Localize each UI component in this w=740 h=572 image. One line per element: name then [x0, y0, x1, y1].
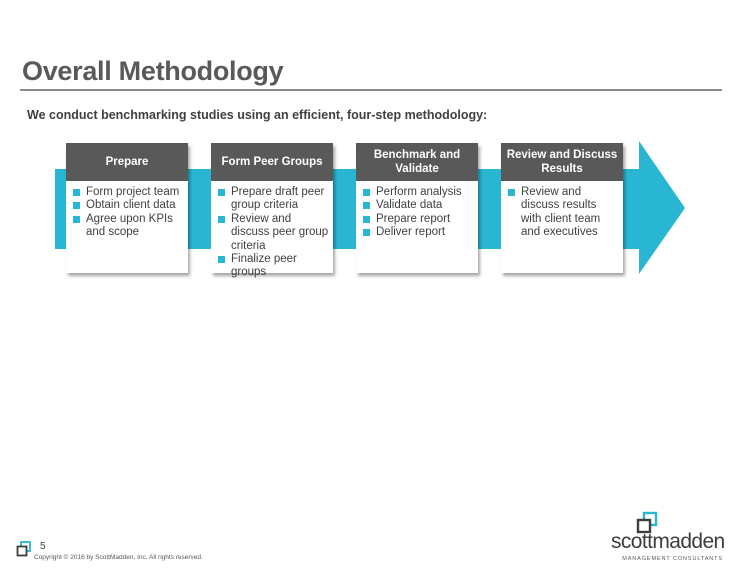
- step-list: Form project team Obtain client data Agr…: [66, 186, 188, 240]
- list-item: Validate data: [362, 199, 474, 212]
- slide-subtitle: We conduct benchmarking studies using an…: [27, 108, 488, 122]
- step-card-prepare: Prepare Form project team Obtain client …: [66, 143, 188, 273]
- step-heading: Prepare: [66, 143, 188, 181]
- company-logo-wordmark: scottmadden: [611, 530, 725, 553]
- list-item: Prepare draft peer group criteria: [217, 186, 329, 213]
- step-heading: Form Peer Groups: [211, 143, 333, 181]
- copyright-text: Copyright © 2016 by ScottMadden, Inc. Al…: [34, 554, 203, 561]
- square-bullet-icon: [363, 229, 370, 237]
- logo-mark-small-icon: [16, 541, 31, 557]
- list-item: Prepare report: [362, 213, 474, 226]
- square-bullet-icon: [73, 189, 80, 196]
- step-heading: Review and Discuss Results: [501, 143, 623, 181]
- step-card-review-and-discuss-results: Review and Discuss Results Review and di…: [501, 143, 623, 273]
- step-list: Prepare draft peer group criteria Review…: [211, 186, 333, 280]
- list-item: Finalize peer groups: [217, 253, 329, 280]
- title-divider: [20, 89, 722, 91]
- list-item: Form project team: [72, 186, 184, 199]
- list-item: Review and discuss peer group criteria: [217, 213, 329, 253]
- square-bullet-icon: [508, 189, 515, 196]
- square-bullet-icon: [363, 189, 370, 196]
- square-bullet-icon: [73, 215, 80, 223]
- step-heading: Benchmark and Validate: [356, 143, 478, 181]
- list-item: Review and discuss results with client t…: [507, 186, 619, 240]
- company-logo-tagline: MANAGEMENT CONSULTANTS: [622, 556, 723, 562]
- step-card-benchmark-and-validate: Benchmark and Validate Perform analysis …: [356, 143, 478, 273]
- slide-title: Overall Methodology: [22, 56, 284, 86]
- square-bullet-icon: [363, 215, 370, 223]
- square-bullet-icon: [363, 202, 370, 210]
- list-item: Obtain client data: [72, 199, 184, 212]
- square-bullet-icon: [73, 202, 80, 210]
- list-item: Perform analysis: [362, 186, 474, 199]
- list-item: Agree upon KPIs and scope: [72, 213, 184, 240]
- square-bullet-icon: [218, 189, 225, 196]
- step-list: Perform analysis Validate data Prepare r…: [356, 186, 478, 240]
- step-card-form-peer-groups: Form Peer Groups Prepare draft peer grou…: [211, 143, 333, 278]
- list-item: Deliver report: [362, 226, 474, 239]
- logo-mark-icon: [636, 511, 658, 534]
- page-number: 5: [40, 541, 46, 552]
- square-bullet-icon: [218, 215, 225, 223]
- step-list: Review and discuss results with client t…: [501, 186, 623, 240]
- square-bullet-icon: [218, 256, 225, 264]
